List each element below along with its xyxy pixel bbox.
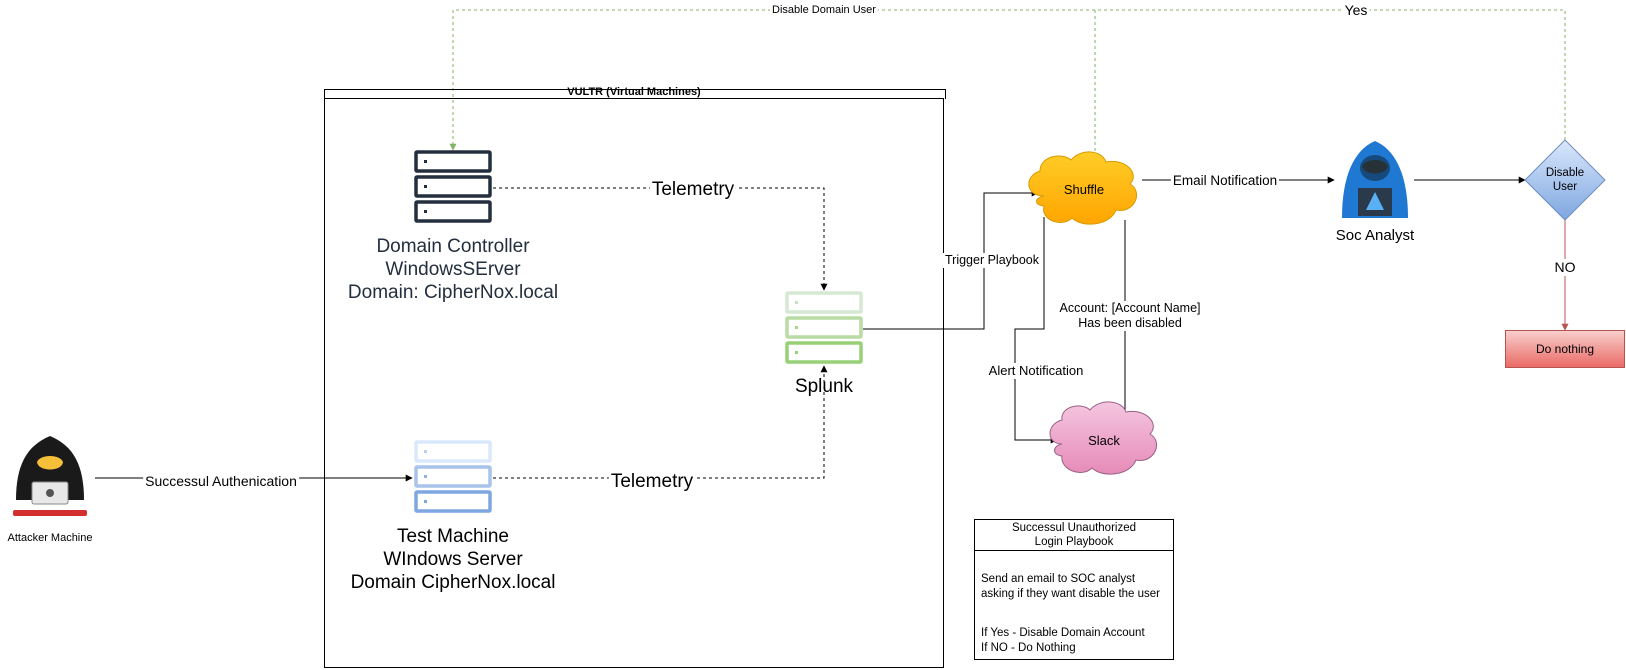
trigger-playbook-label: Trigger Playbook	[942, 253, 1042, 268]
telemetry-dc-label: Telemetry	[649, 179, 737, 202]
shuffle-label: Shuffle	[1063, 182, 1105, 197]
test-machine-server-icon	[414, 440, 492, 513]
telemetry-test-label: Telemetry	[608, 471, 696, 494]
edge-yes	[1091, 9, 1566, 164]
alert-notification-label: Alert Notification	[986, 363, 1086, 379]
test-machine-os: WIndows Server	[383, 548, 523, 570]
yes-label: Yes	[1342, 2, 1370, 19]
domain-controller-os: WindowsSErver	[385, 258, 521, 280]
decision-label-line1: Disable	[1545, 167, 1585, 179]
disable-domain-user-label: Disable Domain User	[770, 4, 878, 18]
playbook-note-title-line2: Login Playbook	[1034, 536, 1114, 548]
splunk-server-icon	[785, 291, 863, 364]
account-disabled-line2: Has been disabled	[1078, 316, 1182, 330]
shuffle-cloud	[1028, 151, 1137, 225]
do-nothing-label: Do nothing	[1535, 342, 1595, 356]
email-notification-label: Email Notification	[1170, 173, 1280, 190]
no-label: NO	[1552, 259, 1578, 276]
edge-disable-domain-user	[449, 9, 1095, 151]
decision-label-line2: User	[1552, 181, 1578, 193]
successful-auth-label: Successul Authenication	[143, 473, 299, 490]
splunk-label: Splunk	[794, 376, 854, 397]
account-disabled-line1: Account: [Account Name]	[1059, 301, 1201, 315]
do-nothing-box: Do nothing	[1505, 330, 1625, 368]
playbook-note-title: Successul Unauthorized Login Playbook	[975, 520, 1173, 551]
playbook-note-body: Send an email to SOC analyst asking if t…	[975, 551, 1173, 656]
playbook-note-line: If Yes - Disable Domain Account	[981, 627, 1145, 639]
decision-diamond	[1524, 139, 1606, 221]
edge-telemetry-test	[493, 365, 828, 479]
domain-controller-domain: Domain: CipherNox.local	[347, 281, 559, 303]
edge-alert-notification	[1014, 217, 1058, 444]
edge-telemetry-dc	[493, 187, 828, 291]
account-disabled-label: Account: [Account Name] Has been disable…	[1057, 301, 1203, 331]
domain-controller-server-icon	[414, 150, 492, 223]
domain-controller-label: Domain Controller WindowsSErver Domain: …	[348, 236, 558, 304]
slack-cloud	[1049, 401, 1157, 475]
playbook-note: Successul Unauthorized Login Playbook Se…	[974, 519, 1174, 660]
playbook-note-line: Send an email to SOC analyst	[981, 573, 1136, 585]
test-machine-name: Test Machine	[397, 526, 509, 547]
vultr-container	[324, 98, 944, 668]
domain-controller-name: Domain Controller	[376, 236, 530, 257]
soc-analyst-icon	[1342, 141, 1408, 218]
soc-analyst-label: Soc Analyst	[1335, 227, 1415, 244]
playbook-note-line: If NO - Do Nothing	[981, 642, 1076, 654]
playbook-note-line: asking if they want disable the user	[981, 588, 1160, 600]
vultr-container-title: VULTR (Virtual Machines)	[567, 86, 701, 98]
test-machine-domain: Domain CipherNox.local	[350, 571, 556, 593]
attacker-hacker-icon	[13, 436, 87, 516]
decision-label: Disable User	[1546, 166, 1584, 194]
vultr-container-titlebar	[324, 89, 946, 99]
slack-label: Slack	[1088, 433, 1120, 448]
attacker-label: Attacker Machine	[7, 532, 93, 544]
playbook-note-title-line1: Successul Unauthorized	[1011, 522, 1136, 534]
test-machine-label: Test Machine WIndows Server Domain Ciphe…	[351, 526, 556, 594]
